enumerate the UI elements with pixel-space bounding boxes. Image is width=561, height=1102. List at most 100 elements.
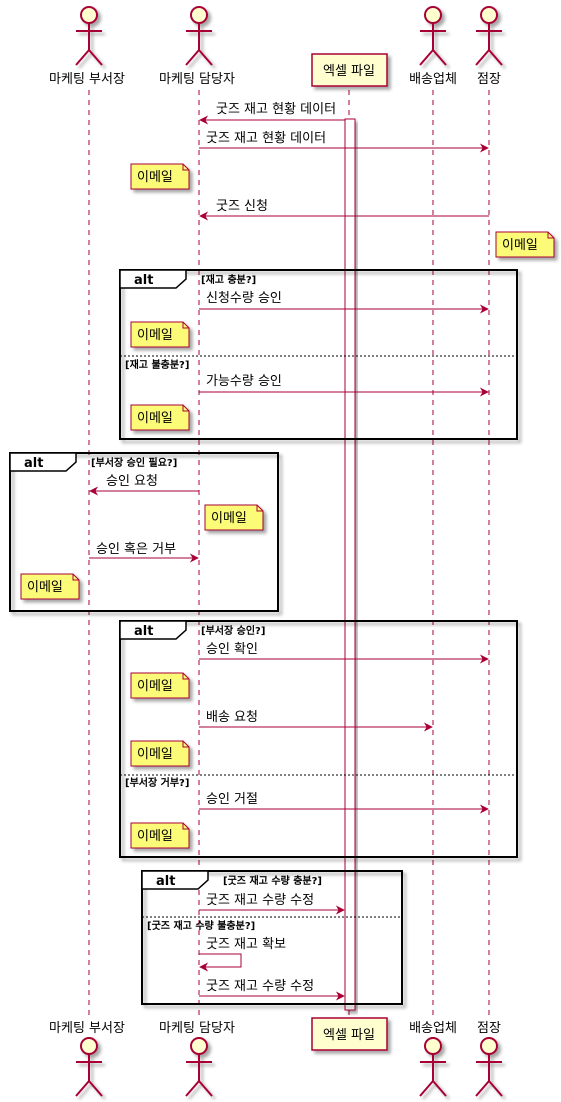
frame-keyword: alt — [134, 273, 153, 288]
message-label: 배송 요청 — [206, 710, 258, 725]
participant-label: 엑셀 파일 — [323, 1028, 375, 1043]
note-fold — [72, 574, 79, 581]
message-2: 굿즈 재고 현황 데이터 — [199, 131, 489, 153]
note-shape — [130, 321, 190, 348]
message-4: 신청수량 승인 — [199, 291, 489, 314]
participant-label: 배송업체 — [409, 1021, 457, 1036]
note-shape — [130, 404, 190, 431]
frame-border — [9, 452, 279, 612]
message-10: 승인 거절 — [199, 792, 489, 814]
participant-label: 점장 — [477, 1021, 501, 1036]
participant-label: 마케팅 담당자 — [159, 72, 235, 87]
actor-icon — [75, 6, 103, 66]
message-9: 배송 요청 — [199, 710, 433, 732]
note-fold — [182, 673, 189, 680]
participant-label: 엑셀 파일 — [323, 64, 375, 79]
message-label: 승인 확인 — [206, 642, 258, 657]
note-6: 이메일 — [20, 573, 80, 600]
note-fold — [182, 823, 189, 830]
note-3: 이메일 — [130, 321, 190, 348]
actor-icon — [185, 6, 213, 66]
message-label: 굿즈 재고 현황 데이터 — [216, 102, 336, 117]
note-shape — [130, 822, 190, 849]
message-13: 굿즈 재고 수량 수정 — [199, 979, 345, 1001]
note-shape — [204, 504, 264, 531]
note-fold — [182, 164, 189, 171]
actor-icon — [419, 6, 447, 66]
frame-keyword: alt — [24, 456, 43, 471]
message-8: 승인 확인 — [199, 642, 489, 664]
participant-label: 마케팅 부서장 — [49, 72, 125, 87]
note-fold — [547, 232, 554, 239]
frame-guard: [부서장 승인 필요?] — [91, 456, 177, 469]
frame-tab — [9, 452, 77, 472]
participant-label: 마케팅 부서장 — [49, 1021, 125, 1036]
note-8: 이메일 — [130, 740, 190, 767]
note-shape — [130, 740, 190, 767]
actor-icon — [475, 6, 503, 66]
note-4: 이메일 — [130, 404, 190, 431]
actor-icon — [475, 1037, 503, 1097]
alt-frame-inventory: alt [굿즈 재고 수량 충분?] [굿즈 재고 수량 불충분?] — [141, 870, 403, 1005]
activation-bar — [344, 118, 356, 1011]
note-text: 이메일 — [27, 580, 63, 595]
message-label: 승인 혹은 거부 — [96, 542, 176, 557]
participant-label: 점장 — [477, 72, 501, 87]
note-fold — [182, 322, 189, 329]
message-label: 승인 거절 — [206, 792, 258, 807]
note-text: 이메일 — [137, 170, 173, 185]
note-9: 이메일 — [130, 822, 190, 849]
note-1: 이메일 — [130, 163, 190, 190]
participant-excel-bottom: 엑셀 파일 — [311, 1017, 388, 1051]
message-7: 승인 혹은 거부 — [89, 542, 199, 563]
note-2: 이메일 — [495, 231, 555, 258]
frame-guard: [굿즈 재고 수량 충분?] — [223, 874, 322, 887]
participant-store-bottom: 점장 — [475, 1021, 503, 1097]
participant-vp-top: 마케팅 부서장 — [49, 6, 125, 87]
participant-ship-bottom: 배송업체 — [409, 1021, 457, 1097]
message-label: 굿즈 재고 확보 — [206, 937, 286, 952]
message-label: 굿즈 재고 수량 수정 — [206, 979, 314, 994]
note-text: 이메일 — [211, 511, 247, 526]
frame-border — [119, 620, 518, 858]
note-shape — [495, 231, 555, 258]
note-fold — [182, 405, 189, 412]
message-11: 굿즈 재고 수량 수정 — [199, 893, 345, 915]
message-label: 가능수량 승인 — [206, 374, 282, 389]
actor-icon — [419, 1037, 447, 1097]
alt-frame-stock: alt [재고 충분?] [재고 불충분?] — [119, 269, 518, 440]
frame-guard: [재고 충분?] — [201, 273, 256, 286]
note-shape — [130, 672, 190, 699]
message-1: 굿즈 재고 현황 데이터 — [199, 102, 345, 125]
participant-label: 배송업체 — [409, 72, 457, 87]
frame-guard: [부서장 거부?] — [125, 776, 189, 789]
note-7: 이메일 — [130, 672, 190, 699]
frame-tab — [141, 870, 209, 890]
frame-guard: [재고 불충분?] — [125, 358, 189, 371]
message-12-self: 굿즈 재고 확보 — [199, 937, 286, 972]
frame-keyword: alt — [134, 624, 153, 639]
message-label: 굿즈 재고 수량 수정 — [206, 893, 314, 908]
note-fold — [182, 741, 189, 748]
participant-box — [311, 1017, 388, 1051]
participant-mgr-bottom: 마케팅 담당자 — [159, 1021, 235, 1097]
note-text: 이메일 — [137, 411, 173, 426]
note-text: 이메일 — [502, 238, 538, 253]
participant-mgr-top: 마케팅 담당자 — [159, 6, 235, 87]
note-text: 이메일 — [137, 747, 173, 762]
note-text: 이메일 — [137, 829, 173, 844]
participant-label: 마케팅 담당자 — [159, 1021, 235, 1036]
actor-icon — [75, 1037, 103, 1097]
alt-frame-approval: alt [부서장 승인?] [부서장 거부?] — [119, 620, 518, 858]
note-text: 이메일 — [137, 679, 173, 694]
participant-box — [311, 53, 388, 87]
note-shape — [130, 163, 190, 190]
message-label: 승인 요청 — [106, 474, 158, 489]
alt-frame-approval-needed: alt [부서장 승인 필요?] — [9, 452, 279, 612]
participant-store-top: 점장 — [475, 6, 503, 87]
frame-tab — [119, 620, 187, 640]
frame-guard: [부서장 승인?] — [201, 624, 265, 637]
participant-excel-top: 엑셀 파일 — [311, 53, 388, 87]
message-label: 굿즈 재고 현황 데이터 — [206, 131, 326, 146]
